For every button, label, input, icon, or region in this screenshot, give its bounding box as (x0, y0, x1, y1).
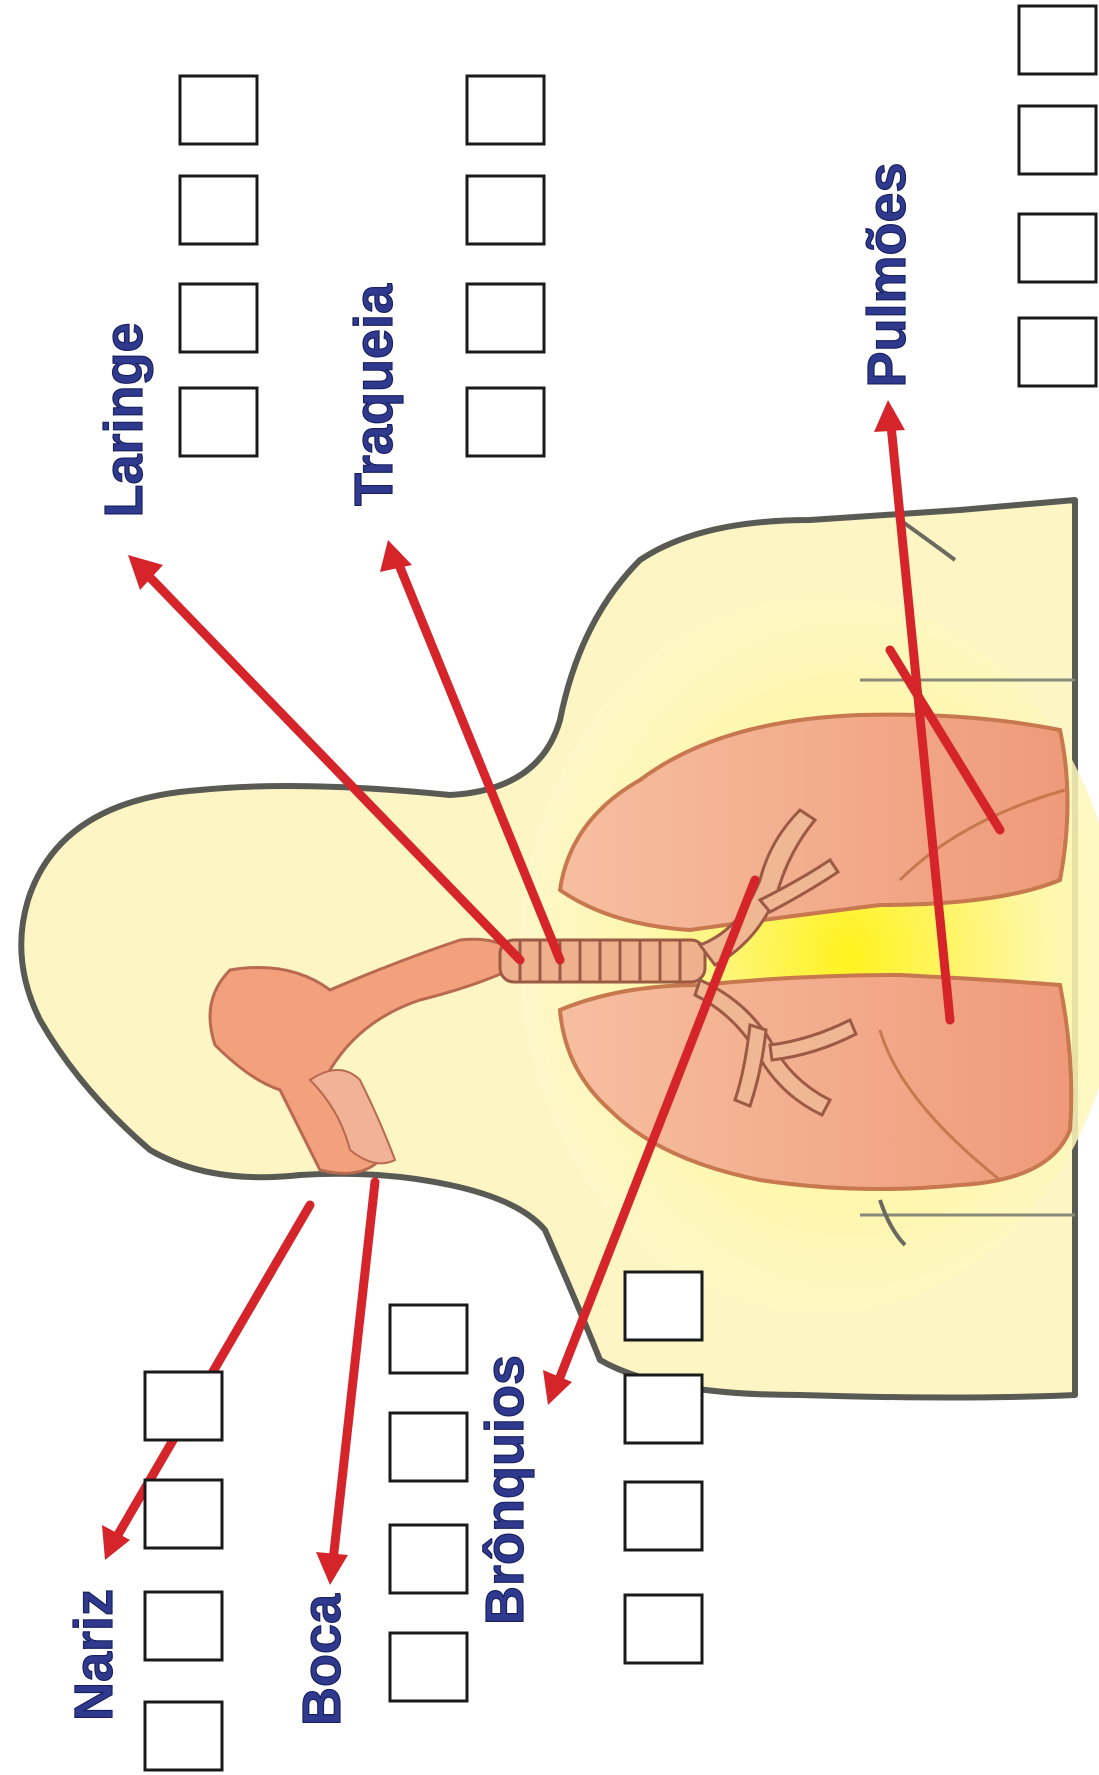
answer-box-pulmoes[interactable] (1019, 6, 1096, 74)
label-boca: Boca (292, 1593, 352, 1726)
answer-box-bronquios[interactable] (625, 1375, 702, 1443)
answer-box-bronquios[interactable] (625, 1482, 702, 1550)
label-traqueia: Traqueia (344, 283, 404, 506)
answer-box-nariz[interactable] (145, 1480, 222, 1548)
answer-box-traqueia[interactable] (467, 284, 544, 352)
answer-box-traqueia[interactable] (467, 176, 544, 244)
trachea (500, 940, 705, 982)
answer-box-pulmoes[interactable] (1019, 106, 1096, 174)
answer-box-laringe[interactable] (180, 176, 257, 244)
answer-box-boca[interactable] (390, 1525, 467, 1593)
answer-box-pulmoes[interactable] (1019, 214, 1096, 282)
answer-box-traqueia[interactable] (467, 388, 544, 456)
answer-box-laringe[interactable] (180, 388, 257, 456)
arrow-boca (332, 1182, 375, 1570)
answer-box-nariz[interactable] (145, 1592, 222, 1660)
label-bronquios: Brônquios (475, 1355, 535, 1625)
answer-box-nariz[interactable] (145, 1702, 222, 1770)
answer-box-pulmoes[interactable] (1019, 318, 1096, 386)
answer-box-laringe[interactable] (180, 284, 257, 352)
label-pulmoes: Pulmões (857, 162, 917, 387)
answer-box-bronquios[interactable] (625, 1595, 702, 1663)
answer-box-boca[interactable] (390, 1413, 467, 1481)
answer-box-boca[interactable] (390, 1305, 467, 1373)
label-laringe: Laringe (94, 322, 154, 517)
answer-box-nariz[interactable] (145, 1372, 222, 1440)
label-nariz: Nariz (64, 1589, 124, 1721)
answer-box-traqueia[interactable] (467, 76, 544, 144)
answer-box-boca[interactable] (390, 1633, 467, 1701)
answer-box-laringe[interactable] (180, 76, 257, 144)
answer-box-bronquios[interactable] (625, 1272, 702, 1340)
